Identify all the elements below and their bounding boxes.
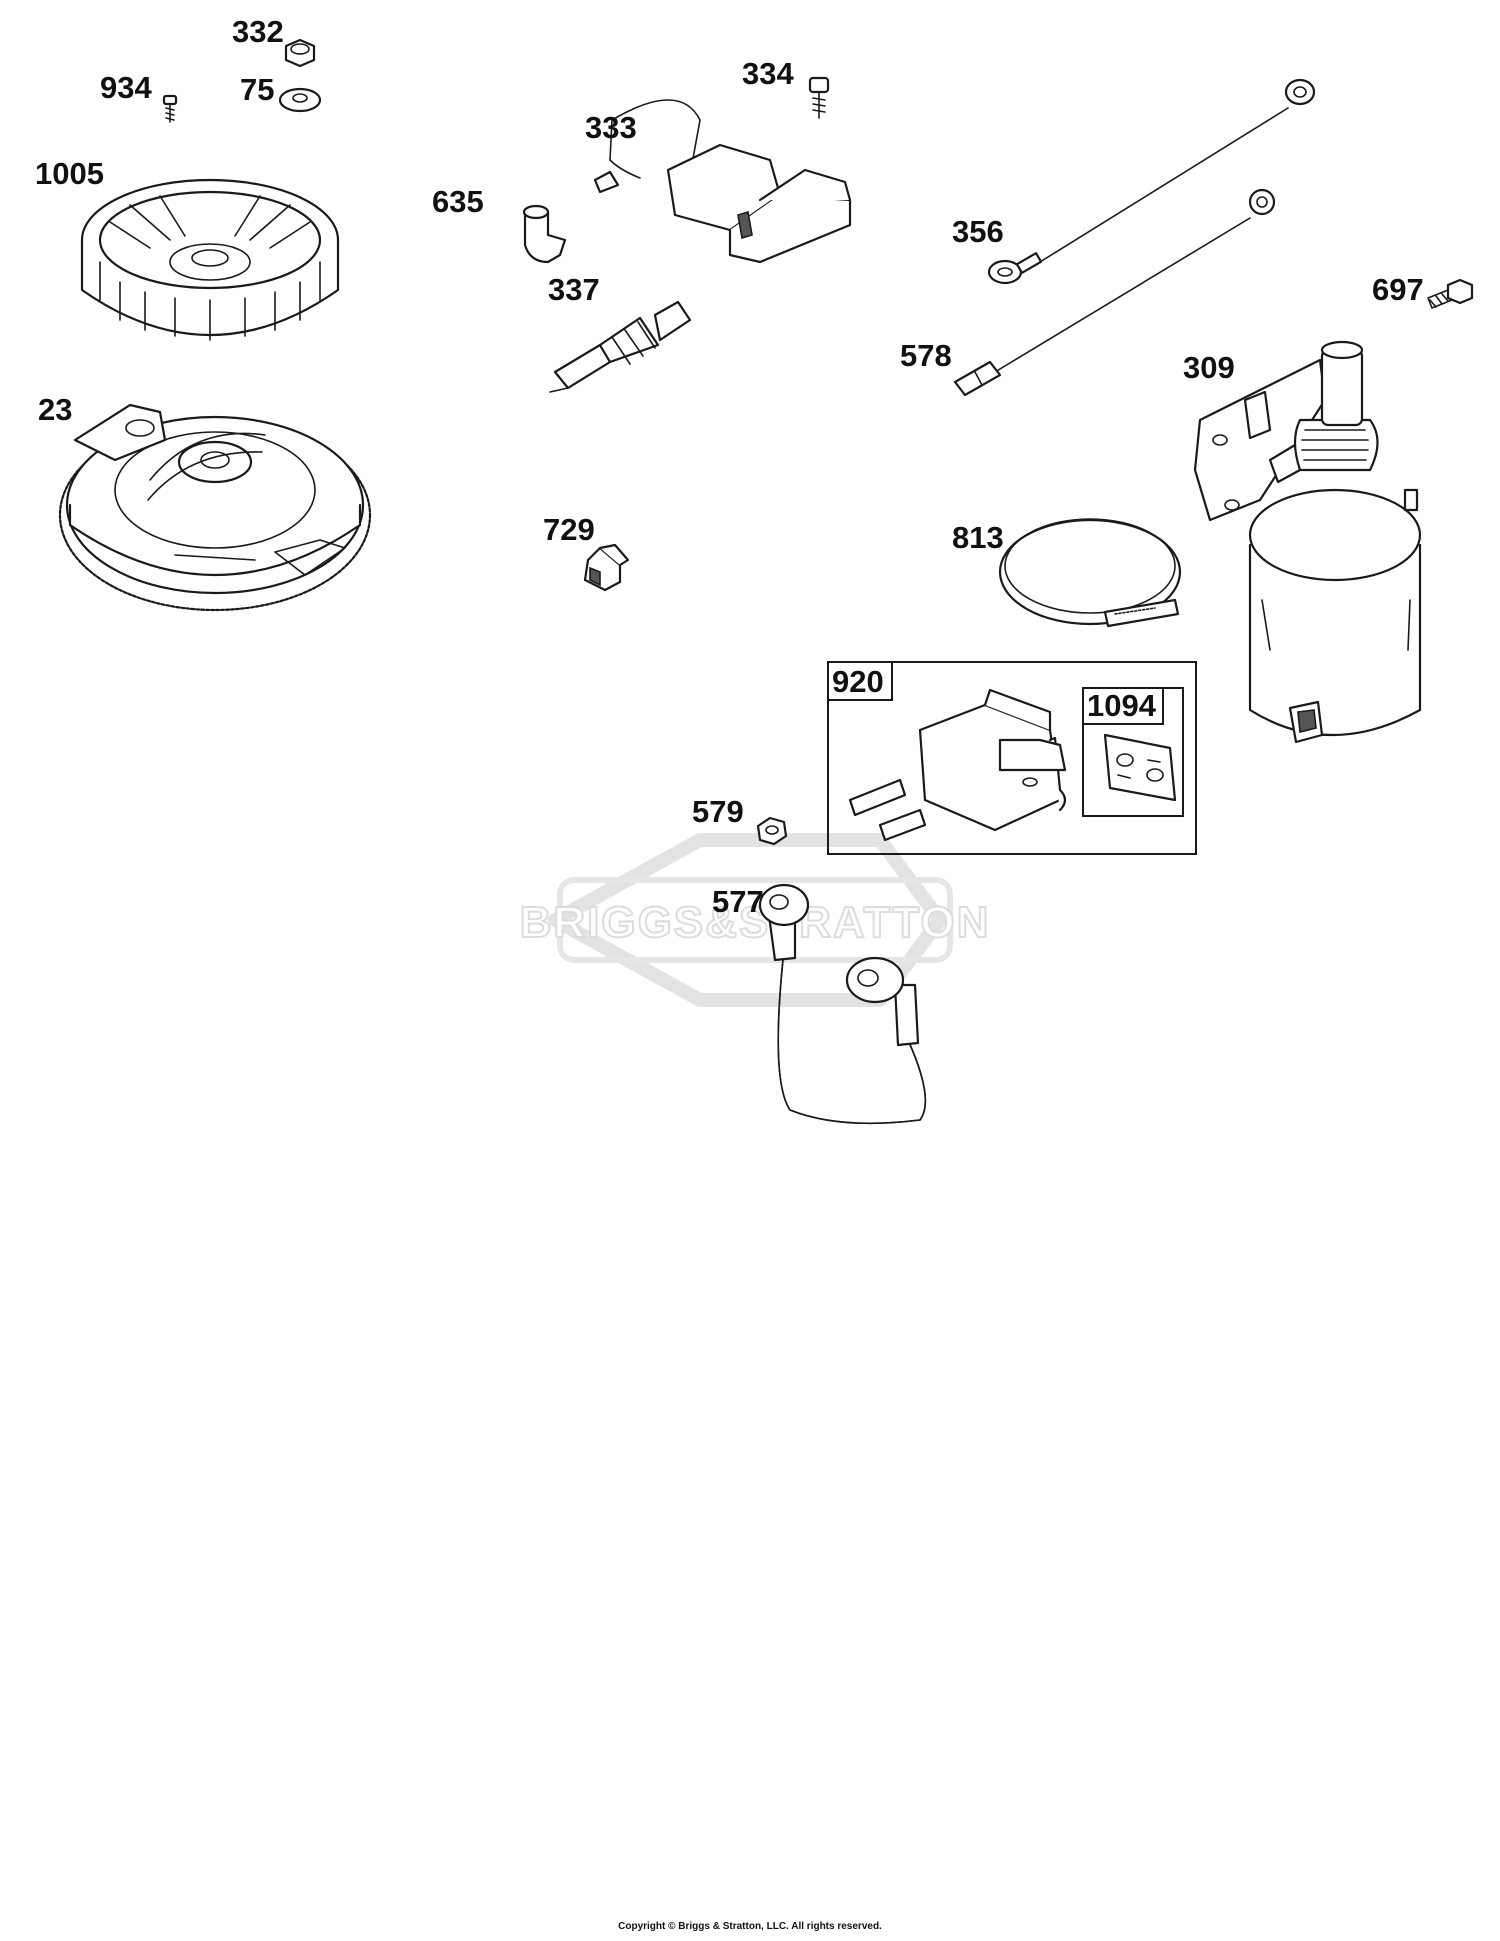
kit-label-box-1094 <box>1082 687 1164 725</box>
watermark-text: BRIGGS&STRATTON <box>520 898 991 947</box>
briggs-stratton-watermark: BRIGGS&STRATTON <box>519 833 991 1007</box>
part-1005-fan <box>80 178 340 341</box>
callout-577: 577 <box>712 884 764 919</box>
part-578-wire <box>953 188 1276 397</box>
part-333-ignition-armature <box>593 99 852 264</box>
callout-920: 920 <box>832 664 884 699</box>
copyright-notice: Copyright © Briggs & Stratton, LLC. All … <box>618 1921 882 1932</box>
callout-635: 635 <box>432 184 484 219</box>
part-729-clip <box>583 543 630 592</box>
part-23-flywheel <box>58 403 372 612</box>
callout-729: 729 <box>543 512 595 547</box>
callout-332: 332 <box>232 14 284 49</box>
callout-333: 333 <box>585 110 637 145</box>
callout-813: 813 <box>952 520 1004 555</box>
callout-578: 578 <box>900 338 952 373</box>
callout-356: 356 <box>952 214 1004 249</box>
callout-697: 697 <box>1372 272 1424 307</box>
callout-334: 334 <box>742 56 794 91</box>
callout-1005: 1005 <box>35 156 104 191</box>
part-334-screw <box>808 76 830 119</box>
part-337-spark-plug <box>549 300 692 393</box>
part-697-bolt <box>1427 278 1474 309</box>
callout-75: 75 <box>240 72 274 107</box>
callout-1094: 1094 <box>1087 688 1157 723</box>
part-75-washer <box>278 87 322 113</box>
part-934-screw <box>162 94 178 123</box>
part-579-nut <box>756 816 788 846</box>
part-813-clamp-band <box>998 518 1182 628</box>
part-635-spark-plug-boot <box>522 204 567 264</box>
callout-309: 309 <box>1183 350 1235 385</box>
part-1094-gasket <box>1082 687 1184 817</box>
part-332-nut <box>284 38 316 68</box>
callout-934: 934 <box>100 70 152 105</box>
part-577-spark-plug-lead <box>758 883 927 1125</box>
part-309-starter-motor <box>1193 340 1422 744</box>
callout-579: 579 <box>692 794 744 829</box>
part-920-solenoid-kit <box>827 661 1197 855</box>
part-356-ground-wire <box>987 78 1316 285</box>
callout-337: 337 <box>548 272 600 307</box>
callout-23: 23 <box>38 392 72 427</box>
kit-box-920 <box>827 661 1197 855</box>
kit-label-box-920 <box>827 661 893 701</box>
